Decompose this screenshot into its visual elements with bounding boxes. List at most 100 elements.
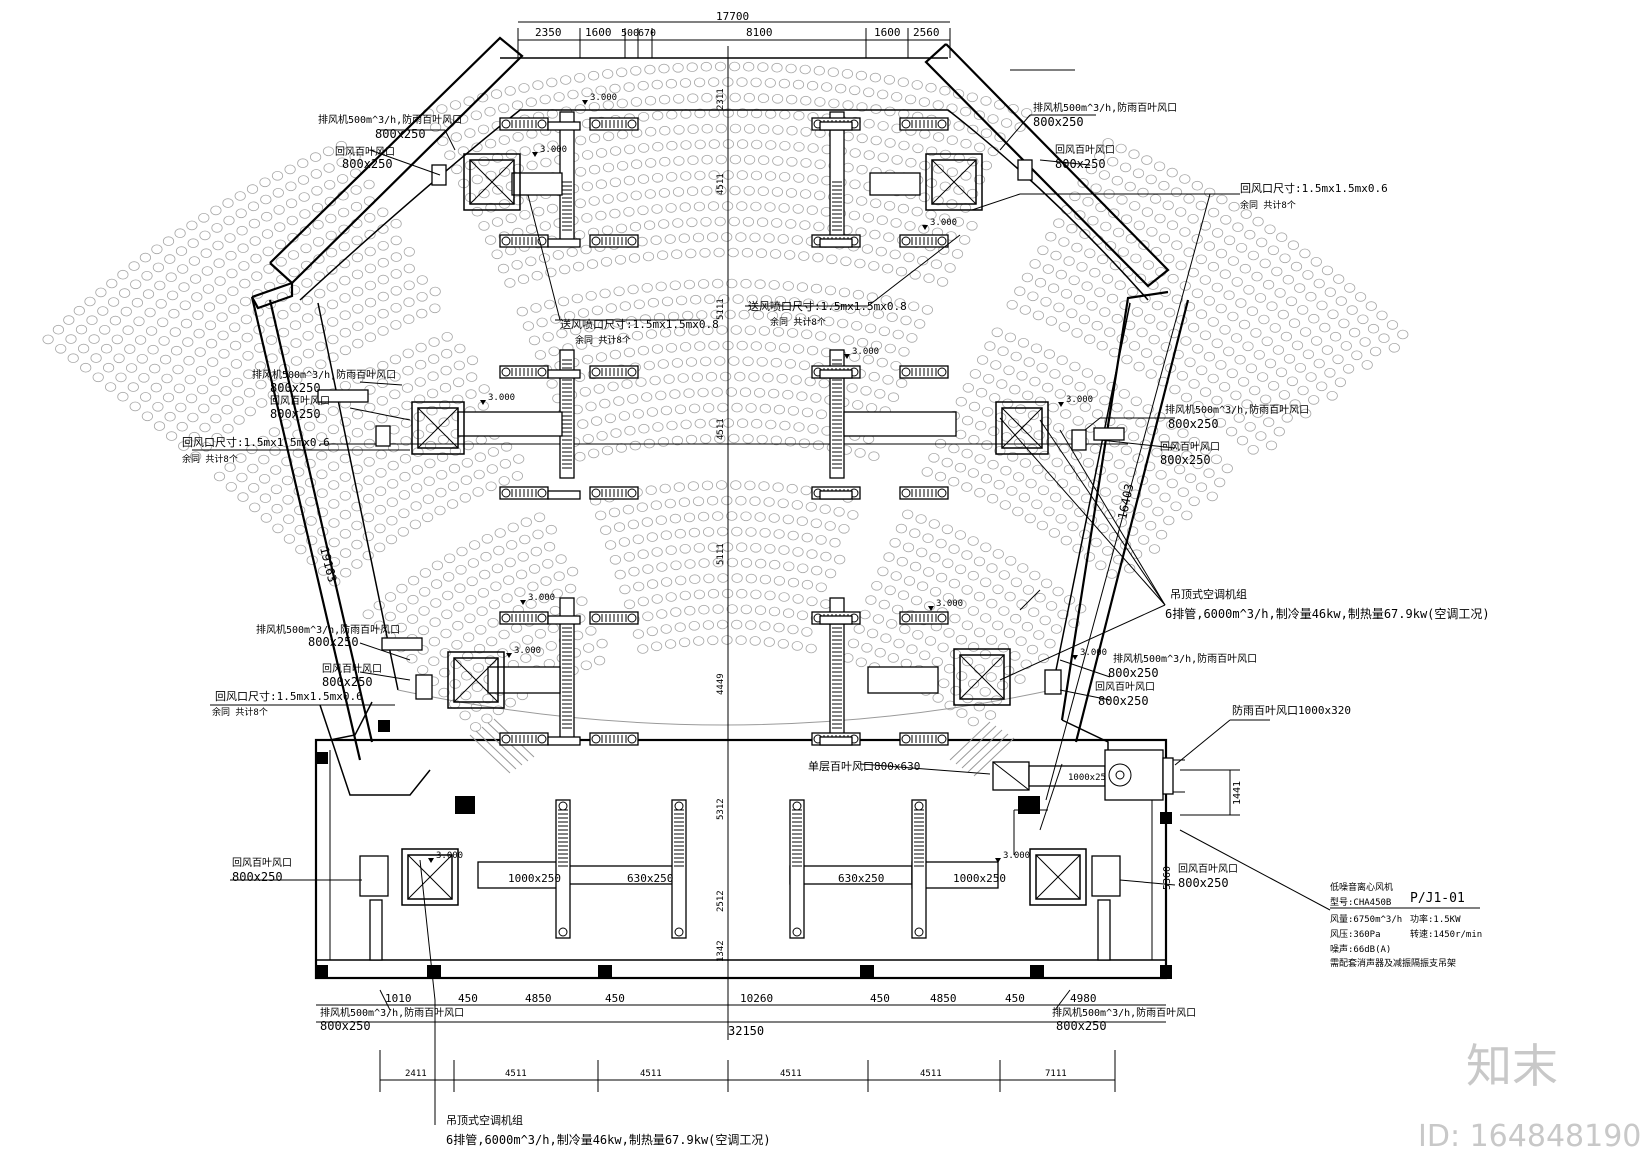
seat — [1195, 309, 1208, 320]
elevation-marker-icon — [428, 858, 434, 863]
seat — [856, 164, 868, 175]
seat — [987, 459, 999, 470]
seat — [1121, 354, 1133, 365]
seat — [1036, 520, 1049, 531]
stage-riser — [671, 799, 687, 939]
seat — [630, 97, 643, 107]
seat — [1300, 327, 1312, 337]
seat — [684, 605, 696, 616]
seat — [896, 556, 908, 567]
seat — [853, 624, 865, 634]
seat — [207, 357, 219, 367]
seat — [316, 488, 328, 499]
seat — [992, 584, 1004, 595]
seat — [986, 598, 998, 609]
seat — [525, 256, 537, 267]
seat — [75, 324, 88, 335]
seat — [1166, 420, 1178, 430]
seat — [1206, 491, 1218, 502]
seat — [643, 360, 655, 371]
seat — [1004, 332, 1017, 343]
seat — [875, 246, 887, 257]
seat — [325, 230, 337, 241]
nozzle-circle — [627, 119, 637, 129]
seat — [314, 341, 327, 352]
seat — [1118, 389, 1130, 399]
return-louver — [375, 425, 391, 447]
nozzle-left-sub: 余同 共计8个 — [575, 334, 631, 346]
seat — [588, 164, 601, 175]
seat — [795, 313, 807, 323]
seat — [637, 644, 649, 654]
seat — [677, 373, 689, 383]
seat — [908, 301, 920, 312]
dim-top-3: 500 — [621, 28, 639, 39]
seat — [1032, 464, 1044, 475]
seat — [966, 92, 978, 103]
seat — [1196, 365, 1208, 376]
seat — [743, 61, 755, 72]
seat — [968, 401, 981, 412]
seat — [666, 420, 678, 431]
seat — [624, 144, 636, 155]
seat — [506, 540, 518, 550]
seat — [657, 359, 669, 369]
seat — [886, 619, 898, 629]
seat — [1026, 644, 1039, 655]
seat — [665, 203, 677, 213]
seat — [919, 129, 931, 139]
seat — [799, 64, 811, 75]
seat — [772, 326, 785, 337]
seat — [263, 264, 275, 274]
seat — [557, 296, 570, 307]
seat — [690, 294, 702, 305]
seat — [758, 155, 770, 166]
nozzle-circle — [937, 119, 947, 129]
seat — [439, 382, 452, 393]
seat — [989, 393, 1001, 403]
seat — [1030, 343, 1043, 354]
seat — [735, 232, 747, 242]
seat — [983, 373, 995, 384]
seat — [1094, 287, 1106, 298]
seat — [1203, 295, 1215, 306]
seat — [939, 213, 951, 224]
seat — [1266, 301, 1278, 312]
seat — [453, 601, 465, 612]
seat — [1166, 220, 1179, 231]
stage-riser — [911, 799, 927, 939]
seat — [257, 435, 269, 446]
seat — [844, 304, 857, 314]
stage-left-main-size: 1000x250 — [508, 872, 561, 885]
seat — [630, 190, 642, 201]
seat — [1156, 321, 1168, 331]
return-low-left-label: 回风百叶风口 — [322, 663, 382, 675]
seat — [1100, 221, 1112, 232]
seat — [655, 515, 667, 525]
seat — [1270, 403, 1283, 414]
seat — [1308, 395, 1320, 405]
seat — [1253, 349, 1265, 360]
seat — [1359, 337, 1371, 347]
seat — [1071, 242, 1083, 253]
seat — [299, 226, 312, 236]
seat — [438, 667, 451, 678]
seat — [1163, 515, 1175, 526]
seat — [932, 164, 945, 174]
seat — [1037, 485, 1050, 496]
seat — [998, 606, 1010, 616]
seat — [509, 641, 521, 652]
seat — [259, 177, 271, 188]
seat — [870, 104, 882, 114]
seat — [339, 490, 351, 501]
ahu-supply-duct — [869, 172, 921, 196]
seat — [955, 396, 967, 407]
seat — [63, 315, 75, 325]
seat — [113, 353, 125, 364]
seat — [602, 131, 615, 142]
seat — [1028, 607, 1040, 617]
top-dimension-chain: 17700 2350 1600 500 670 8100 1600 2560 — [517, 10, 951, 58]
seat — [466, 355, 479, 366]
seat — [669, 389, 681, 399]
seat — [516, 306, 528, 317]
